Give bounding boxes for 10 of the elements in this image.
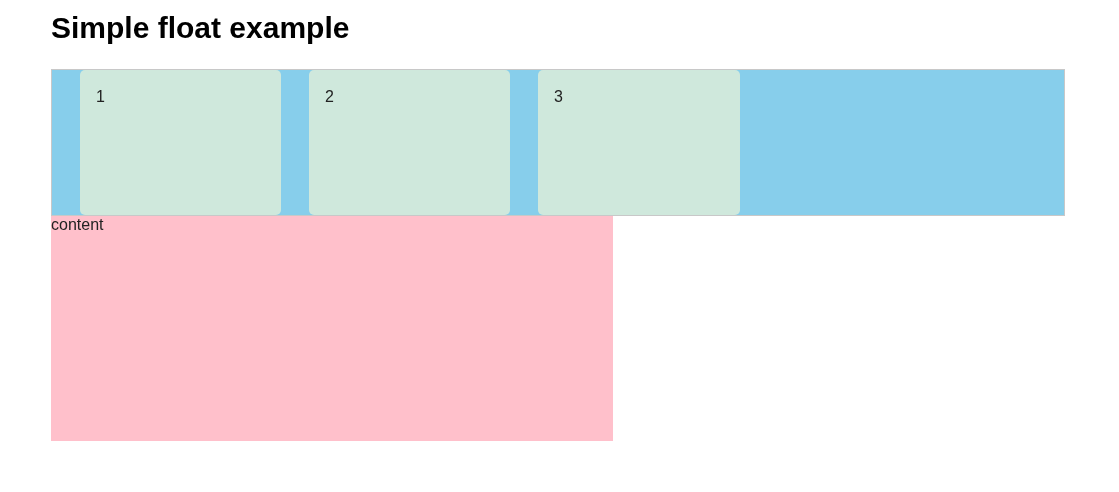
box-number: 1 xyxy=(96,88,105,106)
block-label: content xyxy=(51,216,104,234)
box-number: 3 xyxy=(554,88,563,106)
float-box xyxy=(80,70,281,215)
content-block xyxy=(51,216,613,441)
float-box xyxy=(538,70,740,215)
box-number: 2 xyxy=(325,88,334,106)
container-band xyxy=(51,69,1065,216)
page-title: Simple float example xyxy=(51,10,350,46)
float-box xyxy=(309,70,510,215)
